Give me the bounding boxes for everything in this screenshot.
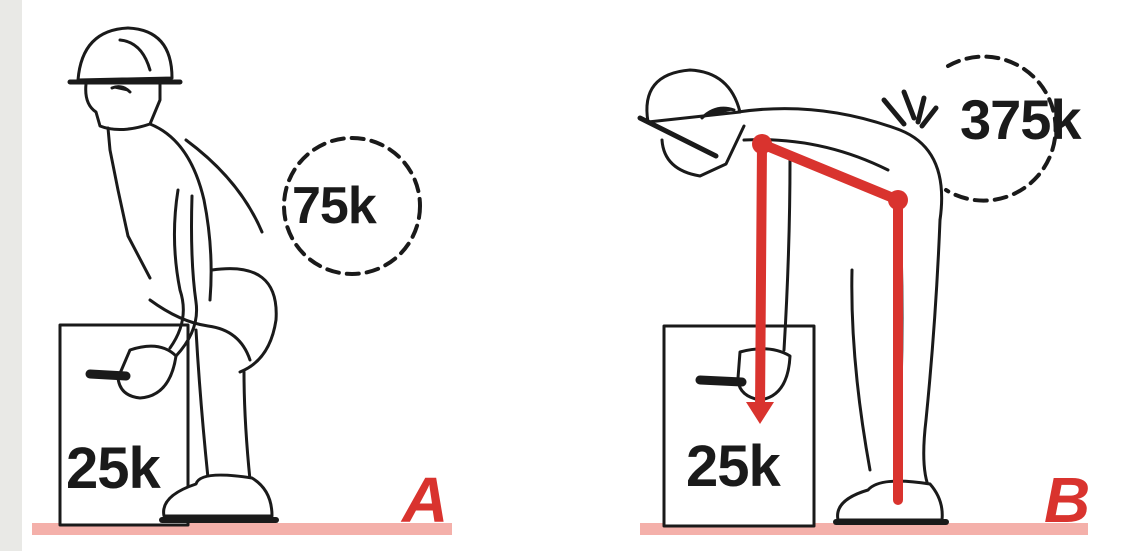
lever-joint-hip <box>888 190 908 210</box>
lever-back <box>762 144 898 200</box>
lever-joint-shoulder <box>752 134 772 154</box>
load-label-a: 25k <box>66 440 160 498</box>
force-label-a: 75k <box>292 180 376 232</box>
lever-arm <box>760 144 762 410</box>
strain-marks <box>884 92 936 126</box>
page-shadow <box>0 0 22 551</box>
force-label-b: 375k <box>960 92 1081 148</box>
load-label-b: 25k <box>686 438 780 496</box>
panel-letter-a: A <box>402 468 448 532</box>
panel-letter-b: B <box>1044 468 1090 532</box>
